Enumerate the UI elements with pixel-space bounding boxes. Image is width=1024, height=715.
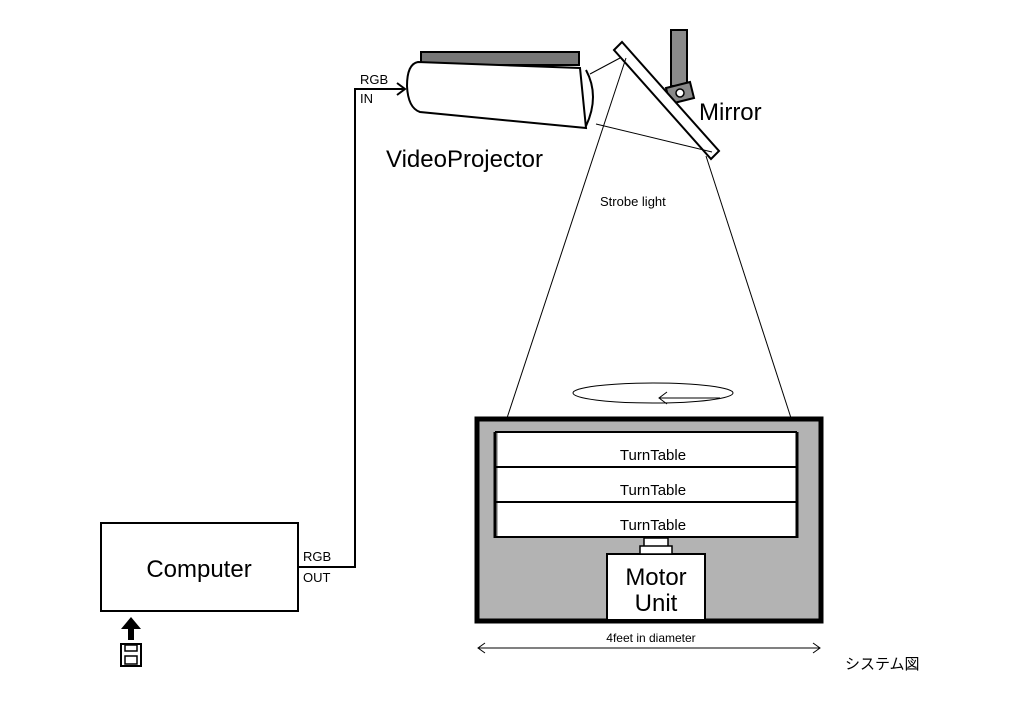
rgb-out-label-bottom: OUT: [303, 570, 331, 585]
mount-pivot: [675, 88, 685, 98]
diameter-dimension: [477, 642, 821, 654]
diameter-label-bg: [586, 631, 716, 645]
rotation-arrow-head: [658, 391, 668, 405]
diameter-arrow-left: [477, 642, 486, 654]
light-cone-left: [506, 57, 627, 419]
rgb-in-label-bottom: IN: [360, 91, 373, 106]
turntable-stack-area: [498, 432, 798, 538]
video-projector: [405, 51, 594, 130]
rgb-in-arrow: [396, 82, 407, 96]
diameter-arrow-right: [812, 642, 821, 654]
motor-label-line2: Unit: [635, 590, 678, 617]
mirror: [612, 40, 721, 161]
mount-pole: [670, 29, 688, 87]
computer-label: Computer: [146, 556, 251, 583]
projector-body: [405, 60, 588, 130]
rotation-ellipse: [572, 382, 734, 404]
diameter-label: 4feet in diameter: [606, 631, 695, 645]
motor-label-line1: Motor: [625, 564, 686, 591]
motor-coupling: [639, 545, 673, 555]
projector-lens: [585, 69, 594, 127]
rgb-cable: [298, 88, 405, 568]
turntable-label-3: TurnTable: [620, 517, 686, 534]
up-arrow-icon: [121, 617, 141, 640]
diagram-caption: システム図: [845, 656, 920, 673]
video-projector-label: VideoProjector: [386, 146, 543, 173]
motor-unit: [606, 537, 706, 621]
rotation-indicator: [572, 382, 734, 405]
beam-upper: [589, 57, 621, 75]
rgb-in-label-top: RGB: [360, 72, 388, 87]
beam-lower: [595, 123, 713, 153]
strobe-light-label: Strobe light: [600, 194, 666, 209]
mirror-label: Mirror: [699, 99, 762, 126]
rgb-out-label-top: RGB: [303, 549, 331, 564]
turntable-label-2: TurnTable: [620, 482, 686, 499]
floppy-disk-icon: [120, 643, 142, 667]
mirror-mount: [664, 29, 696, 106]
turntable-label-1: TurnTable: [620, 447, 686, 464]
light-cone-right: [705, 155, 792, 419]
